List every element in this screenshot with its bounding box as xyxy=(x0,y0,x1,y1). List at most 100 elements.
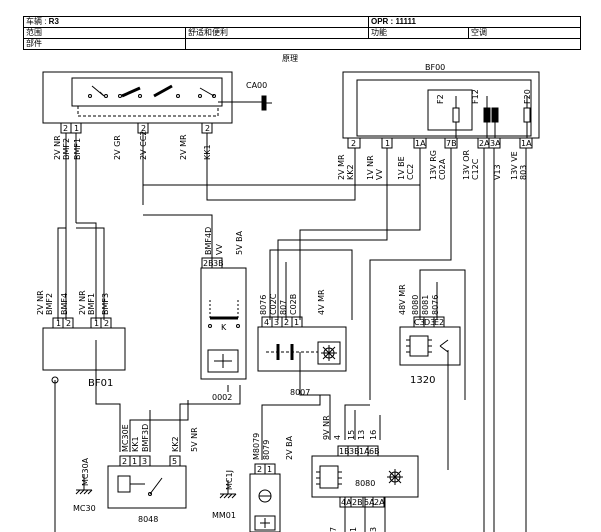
opr-value: 11111 xyxy=(395,17,416,26)
c1320-wire-1: 48V MR xyxy=(398,284,407,315)
bf01-box xyxy=(42,317,126,384)
bf01-wire-1: 2V NR xyxy=(36,290,45,315)
ca00-wire-3: 2V GR xyxy=(113,135,122,160)
bf00-pins xyxy=(347,137,533,149)
ca00-pin-3: 2 xyxy=(141,124,146,133)
c8080-wire-2: 4 xyxy=(333,435,342,440)
c8048-pin-2: 1 xyxy=(132,457,137,466)
c8048-wire-2: KK1 xyxy=(131,436,140,452)
c8080-wire-4: 13 xyxy=(357,430,366,440)
page-title: 原理 xyxy=(282,54,298,63)
c0002-box xyxy=(200,257,247,380)
bf00-fusebox xyxy=(342,71,540,139)
bf01-pin-4: 2 xyxy=(104,319,109,328)
c8080-pin-2: 3B xyxy=(349,447,360,456)
c1320-pin-2: D3 xyxy=(424,318,435,327)
c8007-wire-3: 807 xyxy=(279,300,288,315)
bf00-wire-7b: 803 xyxy=(519,165,528,180)
bf00-wire-3: 1V BE xyxy=(397,156,406,180)
bf01-label: BF01 xyxy=(88,378,113,389)
ca00-wire-1: 2V NR xyxy=(53,135,62,160)
c8080-pin-1: 1B xyxy=(339,447,350,456)
mc30a-label: MC30A xyxy=(81,457,90,486)
bf00-wire-6: V13 xyxy=(493,164,502,180)
bf00-pin-3: 1A xyxy=(415,139,426,148)
c0002-wire-3: 5V BA xyxy=(235,230,244,255)
c8080-pin-4: 6B xyxy=(369,447,380,456)
bf00-wire-3b: CC2 xyxy=(406,164,415,180)
c8007-wire-5: 4V MR xyxy=(317,289,326,315)
mm01-wire-1: M8079 xyxy=(252,433,261,460)
c1320-label: 1320 xyxy=(410,375,435,386)
bf00-wire-4b: C02A xyxy=(438,158,447,180)
c0002-pin-2: 3B xyxy=(213,259,224,268)
fuse-f2-label: F2 xyxy=(436,94,445,104)
c0002-wire-1: BMF4D xyxy=(204,227,213,255)
part-label: 部件 xyxy=(26,39,42,48)
c8080-bottom-pin-3: 5A xyxy=(364,498,375,507)
function-value: 空调 xyxy=(471,28,487,37)
c8080-bottom-pin-4: 2A xyxy=(374,498,385,507)
c8007-wire-2: C02C xyxy=(269,293,278,315)
wire-harness xyxy=(54,133,527,532)
ca00-pin-2: 1 xyxy=(74,124,79,133)
bf00-pin-6: 3A xyxy=(490,139,501,148)
c8048-wire-3: BMF3D xyxy=(141,424,150,452)
c8048-pin-4: 5 xyxy=(172,457,177,466)
bf00-pin-4: 7B xyxy=(446,139,457,148)
c8007-box xyxy=(257,316,347,372)
mm01-wire-2: 8079 xyxy=(262,440,271,460)
bf00-wire-2: 1V NR xyxy=(366,155,375,180)
bf01-pin-2: 2 xyxy=(66,319,71,328)
header-table: 车辆 : R3 OPR : 11111 范围 舒适和便利 功能 空调 部件 xyxy=(23,16,581,52)
c0002-wire-2: VV xyxy=(215,244,224,255)
mc30-label: MC30 xyxy=(73,504,96,513)
c8080-wire-5: 16 xyxy=(369,430,378,440)
c8048-wire-5: 5V NR xyxy=(190,427,199,452)
ca00-pin-1: 2 xyxy=(63,124,68,133)
mm01-label: MM01 xyxy=(212,511,236,520)
vehicle-label: 车辆 : xyxy=(26,17,49,26)
fuse-f12-label: F12 xyxy=(471,89,480,104)
mm01-box xyxy=(249,463,281,532)
c8080-box xyxy=(311,445,419,508)
bf00-label: BF00 xyxy=(425,63,445,72)
c8007-pin-2: 3 xyxy=(274,318,279,327)
ca00-label: CA00 xyxy=(246,81,267,90)
range-label: 范围 xyxy=(26,28,42,37)
c8048-wire-1: MC30E xyxy=(121,424,130,452)
ca00-wire-1b: BMF2 xyxy=(62,138,71,160)
c8080-bottom-pin-1: 4A xyxy=(341,498,352,507)
c8007-pin-3: 2 xyxy=(284,318,289,327)
c8080-bottom-wire-3: 3 xyxy=(369,527,378,532)
bf00-pin-5: 2A xyxy=(479,139,490,148)
bf00-wire-1b: KK2 xyxy=(346,164,355,180)
c0002-label: 0002 xyxy=(212,393,232,402)
c8007-pin-4: 1 xyxy=(294,318,299,327)
ca00-switch-box xyxy=(42,71,233,124)
part-value-cell xyxy=(185,38,581,50)
bf00-pin-1: 2 xyxy=(351,139,356,148)
c8007-wire-4: C02B xyxy=(289,294,298,315)
c1320-wire-2: 8080 xyxy=(411,295,420,315)
ca00-pins xyxy=(60,122,213,134)
c8007-label: 8007 xyxy=(290,388,310,397)
bf00-wire-1: 2V MR xyxy=(337,154,346,180)
c0002-pin-1: 2B xyxy=(203,259,214,268)
c8048-wire-4: KK2 xyxy=(171,436,180,452)
mm01-pin-2: 1 xyxy=(267,465,272,474)
c8080-wire-3: 15 xyxy=(347,430,356,440)
bf01-pin-1: 1 xyxy=(56,319,61,328)
bf00-wire-5: 13V OR xyxy=(462,150,471,180)
ca00-wire-5: 2V MR xyxy=(179,134,188,160)
range-value: 舒适和便利 xyxy=(188,28,228,37)
bf01-wire-3: 2V NR xyxy=(78,290,87,315)
c8007-pin-1: 4 xyxy=(264,318,269,327)
bf01-pin-3: 1 xyxy=(94,319,99,328)
c8080-wire-1: 9V NR xyxy=(322,415,331,440)
c1320-box xyxy=(399,316,461,366)
c1320-pin-3: E2 xyxy=(434,318,444,327)
mm01-ground-icon xyxy=(219,480,237,499)
mc30-ground-icon xyxy=(75,474,93,495)
